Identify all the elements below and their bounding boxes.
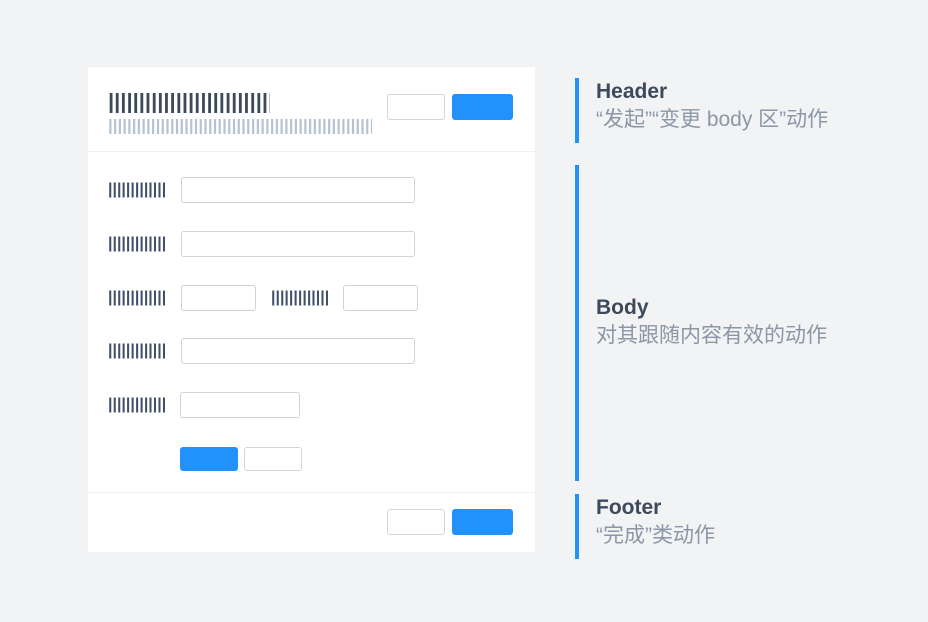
form-row-paired: ||||||||||||| |||||||||||||	[88, 285, 535, 311]
body-primary-button[interactable]	[180, 447, 238, 471]
form-row: |||||||||||||	[88, 177, 535, 203]
dialog-header: |||||||||||||||||||||||||||||||| |||||||…	[88, 67, 535, 152]
field-label-skeleton: |||||||||||||	[108, 343, 167, 359]
text-input[interactable]	[181, 177, 415, 203]
field-label-skeleton: |||||||||||||	[108, 290, 167, 306]
text-input[interactable]	[181, 231, 415, 257]
annotation-header: Header “发起”“变更 body 区”动作	[575, 78, 829, 143]
annotation-description: “完成”类动作	[596, 524, 715, 547]
form-row: |||||||||||||	[88, 338, 535, 364]
body-secondary-button[interactable]	[244, 447, 302, 471]
annotation-description: 对其跟随内容有效的动作	[596, 324, 827, 347]
dialog-footer	[88, 492, 535, 552]
dialog-title-skeleton: ||||||||||||||||||||||||||||||||	[108, 91, 270, 113]
annotation-description: “发起”“变更 body 区”动作	[596, 108, 829, 131]
accent-bar	[575, 78, 579, 143]
text-input-secondary[interactable]	[343, 285, 418, 311]
text-input[interactable]	[181, 338, 415, 364]
dialog-subtitle-skeleton: ||||||||||||||||||||||||||||||||||||||||…	[108, 117, 372, 134]
header-primary-button[interactable]	[452, 94, 513, 120]
annotation-footer: Footer “完成”类动作	[575, 494, 715, 559]
text-input[interactable]	[180, 392, 300, 418]
header-secondary-button[interactable]	[387, 94, 445, 120]
accent-bar	[575, 494, 579, 559]
annotation-panel: Header “发起”“变更 body 区”动作 Body 对其跟随内容有效的动…	[575, 0, 928, 622]
dialog-body: ||||||||||||| ||||||||||||| ||||||||||||…	[88, 152, 535, 492]
annotation-title: Body	[596, 296, 649, 319]
footer-primary-button[interactable]	[452, 509, 513, 535]
form-row: |||||||||||||	[88, 392, 535, 418]
field-label-skeleton-secondary: |||||||||||||	[271, 290, 330, 306]
field-label-skeleton: |||||||||||||	[108, 236, 167, 252]
text-input[interactable]	[181, 285, 256, 311]
annotation-body: Body 对其跟随内容有效的动作	[575, 165, 827, 481]
accent-bar	[575, 165, 579, 481]
form-row: |||||||||||||	[88, 231, 535, 257]
field-label-skeleton: |||||||||||||	[108, 397, 167, 413]
annotation-title: Header	[596, 80, 668, 103]
annotation-title: Footer	[596, 496, 662, 519]
footer-secondary-button[interactable]	[387, 509, 445, 535]
dialog-mockup: |||||||||||||||||||||||||||||||| |||||||…	[88, 67, 535, 552]
field-label-skeleton: |||||||||||||	[108, 182, 167, 198]
